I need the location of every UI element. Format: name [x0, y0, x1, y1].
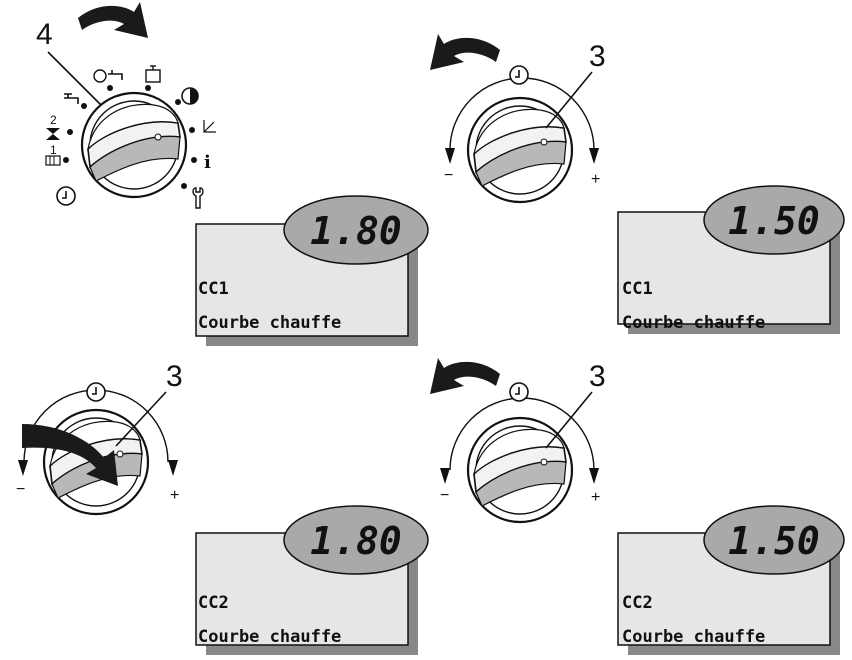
lcd-circuit-label: CC2	[198, 593, 229, 613]
lcd-display-3: 1.80 CC2 Courbe chauffe	[195, 505, 429, 655]
mode-selector-panel: 4 1 2	[36, 2, 216, 209]
lcd-display-1: 1.80 CC1 Courbe chauffe	[195, 195, 429, 346]
counterclockwise-arrow-icon	[430, 358, 500, 394]
minus-label: −	[440, 487, 449, 504]
mixer-circuit-icon: 2	[46, 113, 60, 140]
callout-3: 3	[589, 360, 606, 393]
press-turn-arrow-icon	[22, 424, 118, 486]
lcd-parameter-label: Courbe chauffe	[622, 627, 765, 647]
plus-label: +	[170, 487, 179, 504]
callout-leader-line	[47, 51, 109, 113]
callout-leader-line	[115, 391, 167, 447]
lcd-value-oval	[703, 185, 845, 255]
minus-label: −	[444, 167, 453, 184]
callout-leader-line	[545, 71, 593, 129]
lcd-value-oval	[703, 505, 845, 575]
svg-text:1: 1	[50, 143, 57, 157]
minus-arrowhead-icon	[445, 148, 455, 164]
day-night-icon	[181, 87, 199, 105]
lcd-value: 1.80	[310, 209, 402, 253]
callout-3: 3	[166, 360, 183, 393]
mode-selector-knob[interactable]	[80, 91, 188, 199]
lcd-circuit-label: CC1	[198, 279, 229, 299]
confirm-icon	[509, 382, 529, 402]
hot-water-tap-icon	[64, 93, 79, 104]
rotary-knob-panel-top-right: − + 3	[430, 34, 606, 204]
rotary-knob-panel-bottom-left: − + 3	[16, 360, 183, 516]
lcd-circuit-label: CC1	[622, 279, 653, 299]
radiator-icon: 1	[45, 143, 61, 166]
heating-curve-icon	[203, 120, 216, 133]
lcd-value-oval	[283, 195, 429, 265]
selector-position-dots	[63, 85, 197, 189]
wrench-icon	[192, 187, 204, 209]
callout-4: 4	[36, 18, 53, 51]
lcd-circuit-label: CC2	[622, 593, 653, 613]
counterclockwise-arrow-icon	[430, 34, 500, 70]
minus-label: −	[16, 481, 25, 498]
burner-icon	[145, 65, 161, 83]
pump-tap-icon	[93, 69, 123, 83]
lcd-value: 1.80	[310, 519, 402, 563]
rotary-knob-panel-bottom-right: − + 3	[430, 358, 606, 524]
lcd-display-4: 1.50 CC2 Courbe chauffe	[617, 505, 845, 655]
svg-text:2: 2	[50, 113, 57, 127]
rotary-knob[interactable]	[466, 416, 574, 524]
minus-arrowhead-icon	[18, 460, 28, 476]
lcd-display-2: 1.50 CC1 Courbe chauffe	[617, 185, 845, 334]
minus-arrowhead-icon	[440, 468, 450, 484]
plus-arrowhead-icon	[589, 148, 599, 164]
lcd-value: 1.50	[728, 519, 820, 563]
plus-arrowhead-icon	[168, 460, 178, 476]
rotary-knob[interactable]	[466, 96, 574, 204]
callout-3: 3	[589, 40, 606, 73]
lcd-parameter-label: Courbe chauffe	[622, 313, 765, 333]
callout-leader-line	[545, 391, 593, 449]
lcd-parameter-label: Courbe chauffe	[198, 627, 341, 647]
lcd-value: 1.50	[728, 199, 820, 243]
plus-label: +	[591, 489, 600, 506]
lcd-parameter-label: Courbe chauffe	[198, 313, 341, 333]
clock-icon	[56, 186, 76, 206]
plus-arrowhead-icon	[589, 468, 599, 484]
clockwise-arrow-icon	[78, 2, 148, 38]
confirm-icon	[509, 65, 529, 85]
lcd-value-oval	[283, 505, 429, 575]
info-icon: i	[204, 152, 211, 173]
plus-label: +	[591, 171, 600, 188]
confirm-icon	[86, 382, 106, 402]
